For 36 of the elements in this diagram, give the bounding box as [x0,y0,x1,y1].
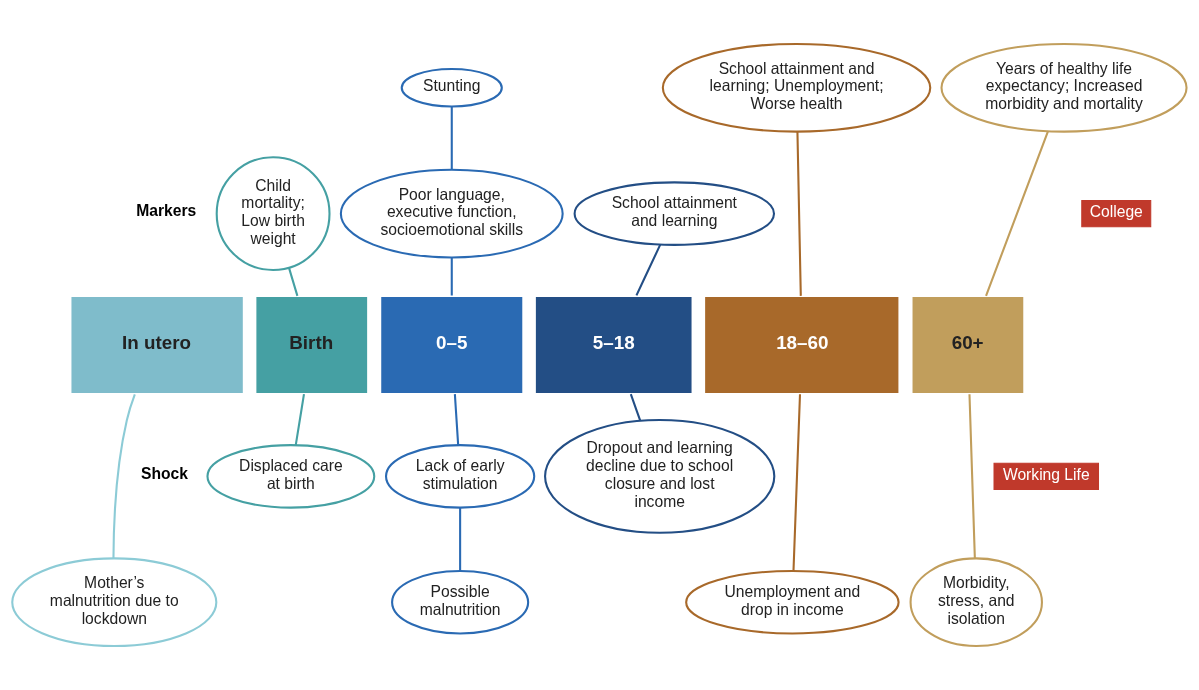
connector [796,131,802,296]
connector [629,393,642,421]
node-ellipse: Dropout and learning decline due to school closure and lost income [544,418,776,534]
node-ellipse: Mother’s malnutrition due to lockdown [11,557,218,648]
node-ellipse: School attainment and learning [573,181,776,246]
connector [450,106,453,170]
node-ellipse: School attainment and learning; Unemployment; Worse health [661,42,932,133]
label: Markers [136,202,197,220]
node-ellipse: Years of healthy life expectancy; Increased morbidity and mortality [940,42,1188,133]
node-circle: Child mortality; Low birth weight [215,156,331,272]
node-box: 18–60 [703,294,901,396]
node-ellipse: Unemployment and drop in income [685,569,900,635]
connector [453,394,460,446]
connector [287,267,299,297]
connector [792,394,802,572]
node-ellipse: Displaced care at birth [206,444,376,509]
connector [459,507,462,571]
node-box: Birth [254,294,370,396]
node-box: Working Life [993,462,1099,490]
connector [985,130,1050,297]
connector [450,257,453,296]
node-box: 60+ [910,294,1026,396]
connector [294,394,305,446]
node-box: 0–5 [379,294,525,396]
label: Shock [140,464,188,482]
connector [635,244,662,296]
node-box: 5–18 [533,294,694,396]
node-ellipse: Stunting [400,67,503,108]
connector [112,394,136,559]
node-ellipse: Possible malnutrition [391,569,530,635]
node-ellipse: Poor language, executive function, socioemotional skills [339,168,564,259]
node-ellipse: Lack of early stimulation [385,444,536,509]
connector [968,394,976,559]
node-ellipse: Morbidity, stress, and isolation [909,557,1043,648]
node-box: College [1081,200,1152,228]
node-box: In utero [69,294,245,396]
